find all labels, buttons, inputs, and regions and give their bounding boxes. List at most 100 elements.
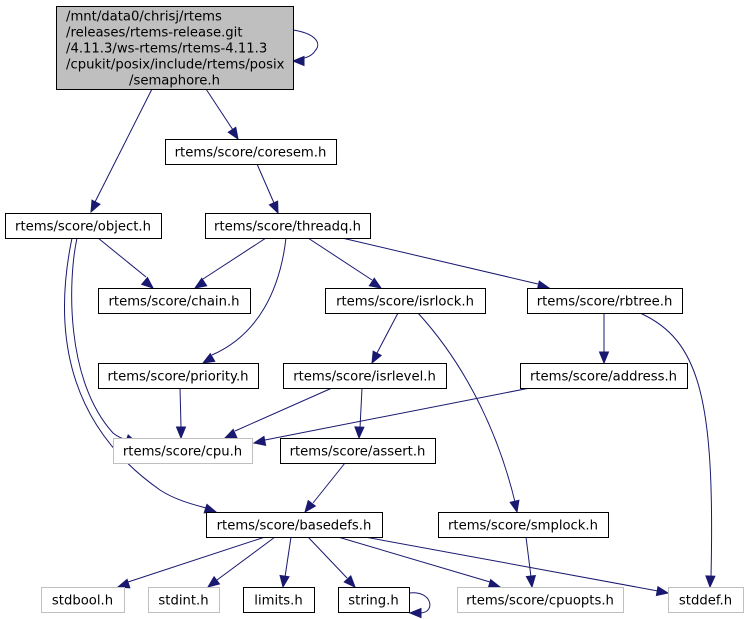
edge-line	[417, 312, 516, 503]
node-label: string.h	[348, 594, 398, 609]
node-label: stddef.h	[679, 594, 732, 609]
edge-threadq-to-isrlock	[307, 237, 383, 289]
edge-line	[307, 237, 373, 281]
node-label: /4.11.3/ws-rtems/rtems-4.11.3	[66, 42, 267, 57]
node-box	[5, 213, 162, 239]
node-box	[148, 587, 220, 613]
edge-threadq-to-rbtree	[341, 237, 551, 291]
arrowhead-icon	[140, 276, 155, 289]
arrowhead-icon	[487, 578, 502, 589]
node-box	[280, 438, 436, 464]
arrowhead-icon	[116, 578, 131, 589]
edge-root-to-object	[90, 88, 153, 214]
arrowhead-icon	[252, 435, 267, 446]
edge-rbtree-to-stddef	[639, 312, 716, 589]
node-basedefs[interactable]: rtems/score/basedefs.h	[206, 512, 383, 538]
node-stdint: stdint.h	[148, 587, 220, 613]
node-cpuopts: rtems/score/cpuopts.h	[457, 587, 624, 613]
arrowhead-icon	[193, 277, 208, 289]
node-chain[interactable]: rtems/score/chain.h	[98, 288, 251, 314]
arrowhead-icon	[304, 499, 317, 514]
node-box	[457, 587, 624, 613]
edge-line	[292, 29, 319, 60]
edge-line	[341, 237, 539, 285]
edge-line	[63, 237, 207, 509]
edge-line	[307, 536, 348, 579]
edge-line	[639, 312, 713, 578]
edge-isrlevel-to-assert	[354, 387, 365, 440]
edge-line	[205, 88, 234, 131]
node-label: limits.h	[254, 594, 302, 609]
node-label: rtems/score/priority.h	[108, 370, 249, 385]
node-label: rtems/score/isrlock.h	[336, 295, 474, 310]
node-assert[interactable]: rtems/score/assert.h	[280, 438, 436, 464]
node-box	[98, 288, 251, 314]
node-threadq[interactable]: rtems/score/threadq.h	[205, 213, 371, 239]
edge-object-to-basedefs	[63, 237, 218, 514]
edge-line	[337, 536, 491, 583]
arrowhead-icon	[175, 426, 187, 440]
edge-line	[376, 312, 399, 354]
node-object[interactable]: rtems/score/object.h	[5, 213, 162, 239]
node-smplock[interactable]: rtems/score/smplock.h	[438, 512, 609, 538]
node-rbtree[interactable]: rtems/score/rbtree.h	[527, 288, 683, 314]
edge-basedefs-to-stdbool	[116, 536, 266, 589]
arrowhead-icon	[371, 350, 383, 365]
node-label: rtems/score/threadq.h	[214, 220, 361, 235]
edge-line	[234, 387, 333, 432]
node-label: stdbool.h	[52, 594, 113, 609]
edge-coresem-to-threadq	[256, 163, 279, 215]
node-box	[243, 587, 315, 613]
edge-smplock-to-cpuopts	[525, 536, 537, 589]
node-label: /semaphore.h	[129, 74, 220, 89]
edge-line	[97, 237, 147, 278]
node-label: /mnt/data0/chrisj/rtems	[66, 10, 222, 25]
arrowhead-icon	[655, 585, 670, 597]
node-label: rtems/score/chain.h	[108, 295, 239, 310]
node-isrlevel[interactable]: rtems/score/isrlevel.h	[283, 363, 447, 389]
node-address[interactable]: rtems/score/address.h	[520, 363, 688, 389]
arrowhead-icon	[525, 575, 537, 589]
arrowhead-icon	[509, 499, 520, 514]
node-isrlock[interactable]: rtems/score/isrlock.h	[325, 288, 486, 314]
edge-line	[179, 387, 182, 428]
node-limits[interactable]: limits.h	[243, 587, 315, 613]
arrowhead-icon	[354, 426, 365, 440]
edge-line	[408, 592, 431, 614]
edge-line	[359, 387, 363, 429]
arrowhead-icon	[343, 575, 356, 588]
edge-line	[525, 536, 532, 578]
node-box	[520, 363, 688, 389]
edge-line	[364, 536, 659, 592]
edge-isrlock-to-isrlevel	[371, 312, 399, 365]
edge-basedefs-to-stddef	[364, 536, 670, 597]
node-box	[438, 512, 609, 538]
arrowhead-icon	[203, 503, 218, 514]
node-box	[205, 213, 371, 239]
edge-object-to-chain	[97, 237, 155, 289]
node-stddef: stddef.h	[668, 587, 744, 613]
node-string[interactable]: string.h	[338, 587, 410, 613]
edge-line	[216, 536, 276, 581]
edge-basedefs-to-stdint	[206, 536, 276, 588]
node-label: /releases/rtems-release.git	[66, 26, 243, 41]
edge-line	[211, 237, 287, 356]
edge-line	[256, 163, 275, 204]
node-priority[interactable]: rtems/score/priority.h	[98, 363, 259, 389]
edge-line	[284, 536, 292, 578]
arrowhead-icon	[291, 55, 305, 67]
arrowhead-icon	[598, 351, 610, 365]
edge-string-to-string	[408, 592, 431, 619]
node-root: /mnt/data0/chrisj/rtems/releases/rtems-r…	[56, 6, 294, 90]
node-label: rtems/score/rbtree.h	[537, 295, 673, 310]
node-coresem[interactable]: rtems/score/coresem.h	[165, 139, 337, 165]
edge-line	[312, 462, 346, 504]
node-box	[206, 512, 383, 538]
node-box	[56, 6, 294, 90]
edge-basedefs-to-cpuopts	[337, 536, 502, 589]
edge-line	[264, 387, 531, 441]
node-label: stdint.h	[158, 594, 208, 609]
node-label: rtems/score/basedefs.h	[217, 519, 372, 534]
arrowhead-icon	[368, 277, 383, 289]
edge-root-to-root	[291, 29, 319, 67]
